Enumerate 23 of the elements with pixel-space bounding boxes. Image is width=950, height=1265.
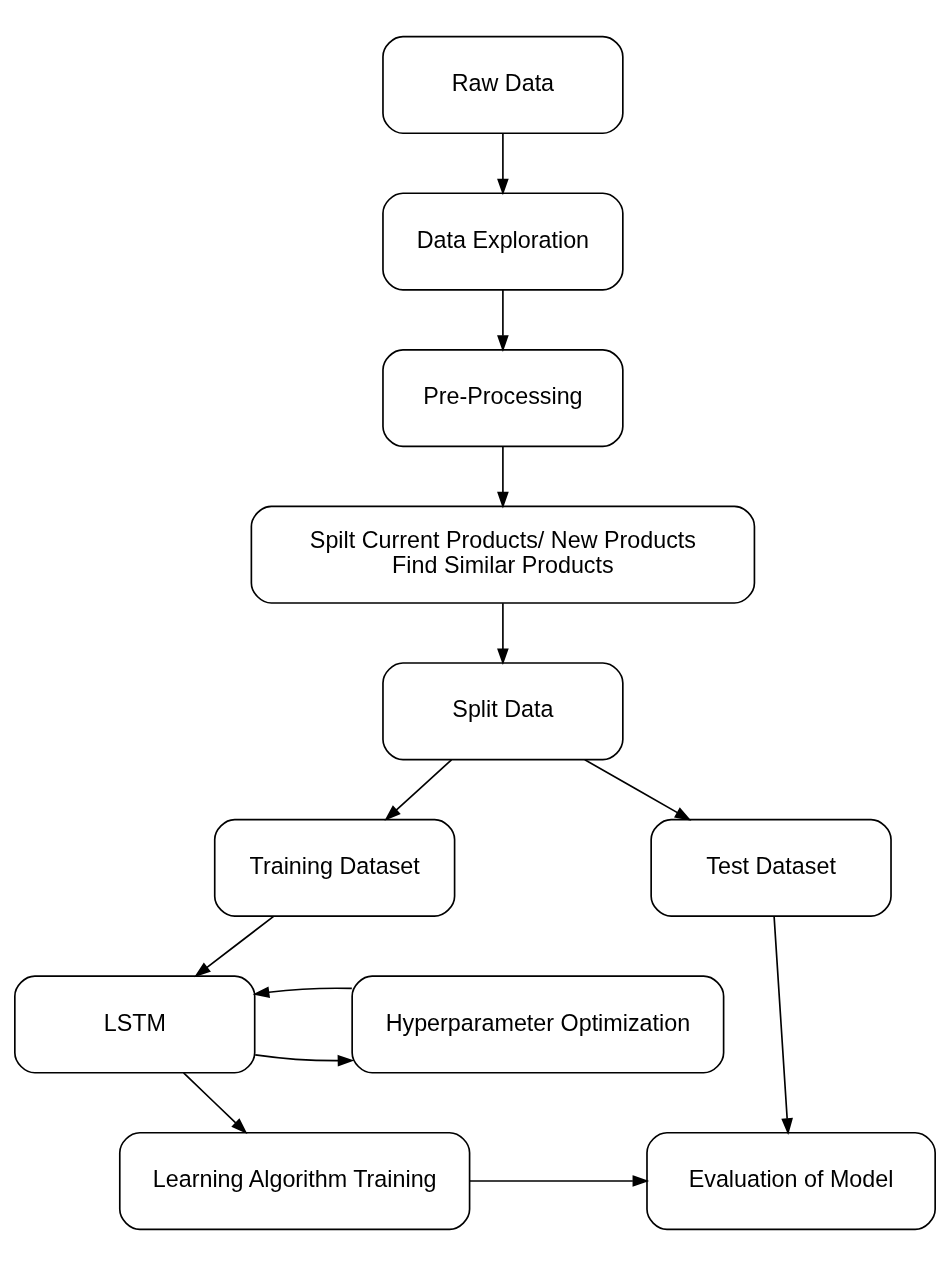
node-box: Training Dataset (213, 818, 456, 917)
node-box: Pre-Processing (382, 348, 624, 447)
node-box: Split Data (382, 661, 624, 760)
node-box: Evaluation of Model (646, 1131, 936, 1230)
node-box: Spilt Current Products/ New Products Find Similar Products (250, 505, 756, 604)
node-box: Raw Data (382, 35, 624, 134)
node-box: LSTM (14, 974, 256, 1074)
arrow (182, 1071, 248, 1134)
arrow (194, 915, 275, 977)
node-box: Data Exploration (382, 191, 624, 291)
arrow (254, 1053, 355, 1067)
arrow (584, 758, 692, 821)
node-box: Learning Algorithm Training (118, 1131, 471, 1230)
arrow (468, 1174, 650, 1187)
arrow (384, 758, 453, 821)
arrow (497, 132, 509, 195)
arrow (497, 601, 509, 665)
node-box: Test Dataset (650, 818, 892, 917)
arrow (497, 445, 509, 508)
arrow (497, 288, 509, 352)
node-box: Hyperparameter Optimization (351, 974, 725, 1074)
arrow (252, 985, 353, 998)
arrow (773, 915, 793, 1135)
